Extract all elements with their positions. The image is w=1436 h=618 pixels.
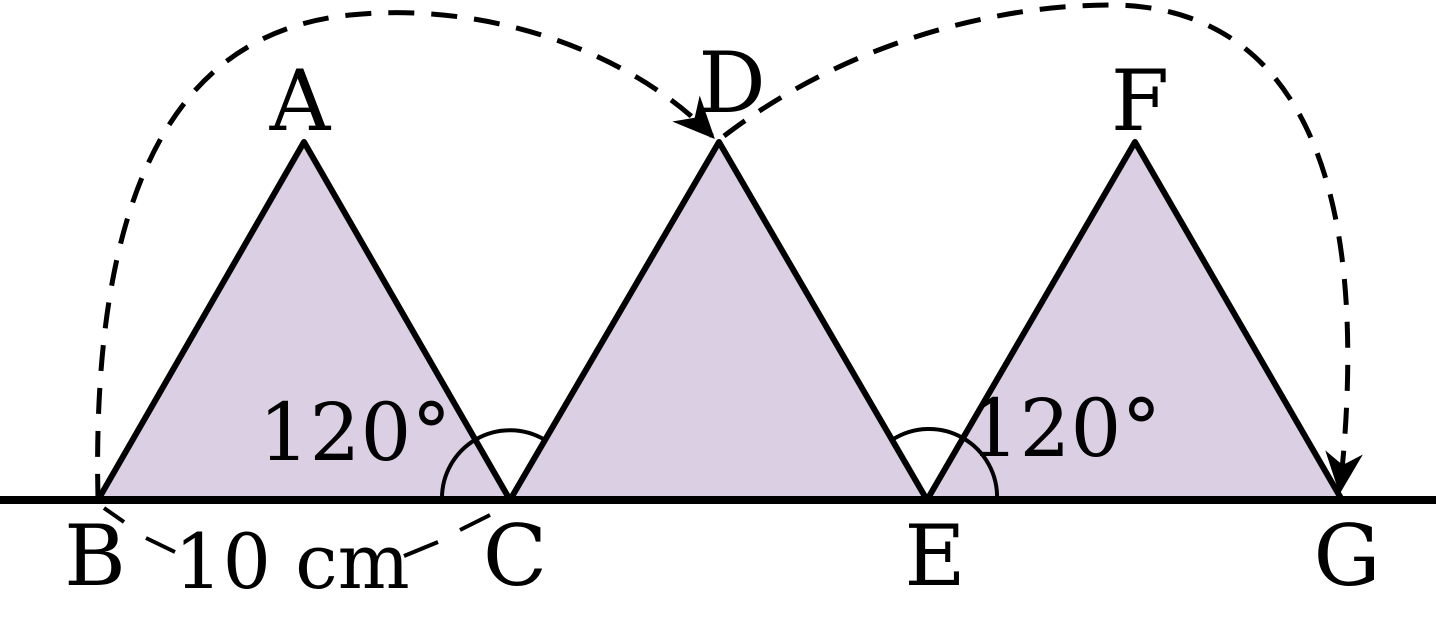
point-label-a: A	[269, 52, 332, 150]
length-label-bc: 10 cm	[174, 517, 410, 606]
point-label-e: E	[904, 507, 965, 605]
point-label-b: B	[64, 507, 126, 605]
point-label-d: D	[698, 34, 765, 132]
point-label-c: C	[483, 507, 547, 605]
point-label-g: G	[1313, 507, 1380, 605]
angle-label-c: 120°	[259, 386, 452, 479]
angle-label-e: 120°	[969, 382, 1162, 475]
dimension-line-right	[403, 513, 491, 558]
triangles	[95, 139, 1345, 503]
point-label-f: F	[1111, 52, 1169, 150]
angle-arc-c	[439, 428, 547, 501]
dimension-line-left	[102, 506, 176, 554]
angle-arc-e	[890, 427, 1000, 501]
arc-D-to-G	[722, 2, 1363, 495]
triangle-CDE	[507, 139, 930, 503]
arc-B-to-D	[95, 10, 715, 501]
